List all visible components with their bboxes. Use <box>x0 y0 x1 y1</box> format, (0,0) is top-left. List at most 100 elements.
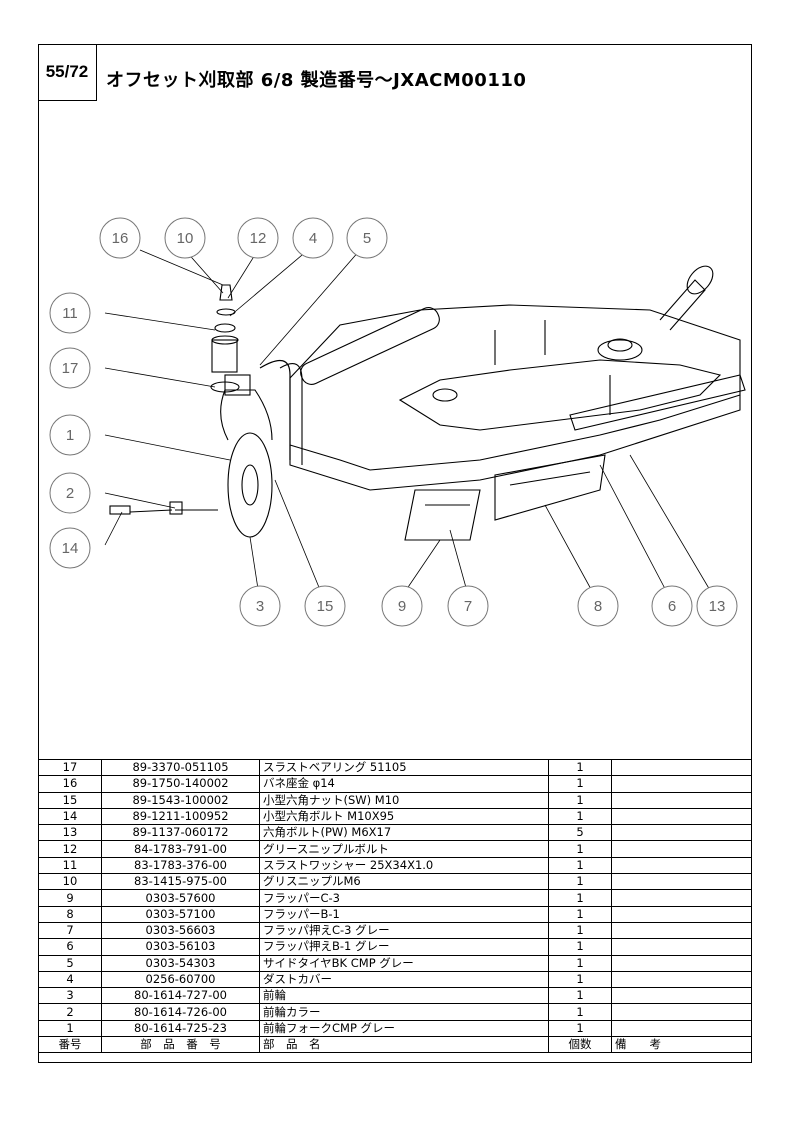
callout-label: 5 <box>363 230 371 247</box>
row-no: 13 <box>38 824 102 842</box>
table-header-row: 番号 部 品 番 号 部 品 名 個数 備 考 <box>38 1036 752 1054</box>
caster-wheel <box>227 432 273 538</box>
row-no: 8 <box>38 905 102 923</box>
row-part-number: 83-1783-376-00 <box>101 856 260 875</box>
row-remarks <box>611 905 752 923</box>
row-remarks <box>611 775 752 793</box>
row-part-number: 80-1614-727-00 <box>101 987 260 1005</box>
row-remarks <box>611 1003 752 1021</box>
row-remarks <box>611 921 752 940</box>
row-qty: 1 <box>548 840 612 858</box>
callout-label: 2 <box>66 485 74 502</box>
row-name: サイドタイヤBK CMP グレー <box>259 954 549 972</box>
row-remarks <box>611 987 752 1005</box>
row-qty: 1 <box>548 889 612 907</box>
callout-circle <box>577 585 619 627</box>
row-part-number: 84-1783-791-00 <box>101 840 260 858</box>
row-qty: 1 <box>548 1019 612 1038</box>
callout-circle <box>49 414 91 456</box>
callout-circle <box>292 217 334 259</box>
flapper-b1 <box>494 454 606 521</box>
header-qty: 個数 <box>548 1036 612 1054</box>
row-remarks <box>611 873 752 891</box>
callout-circle <box>447 585 489 627</box>
row-qty: 1 <box>548 791 612 809</box>
callout-label: 7 <box>464 598 472 615</box>
row-name: グリスニップルM6 <box>259 873 549 891</box>
bearing-housing <box>211 339 238 373</box>
row-remarks <box>611 791 752 809</box>
callout-label: 9 <box>398 598 406 615</box>
row-qty: 1 <box>548 921 612 940</box>
row-no: 15 <box>38 791 102 809</box>
callout-circle <box>99 217 141 259</box>
flapper-c3 <box>404 489 481 541</box>
header-remarks: 備 考 <box>611 1036 752 1054</box>
deck-body <box>289 304 741 471</box>
callout-label: 11 <box>62 305 78 322</box>
row-no: 4 <box>38 970 102 989</box>
row-qty: 1 <box>548 1003 612 1021</box>
callout-circle <box>239 585 281 627</box>
callout-circle <box>237 217 279 259</box>
deck-top-plate <box>398 359 722 431</box>
row-no: 10 <box>38 873 102 891</box>
callout-circle <box>49 347 91 389</box>
row-name: 前輪 <box>259 987 549 1005</box>
thrust-bearing <box>210 381 240 393</box>
row-qty: 1 <box>548 758 612 777</box>
row-name: バネ座金 φ14 <box>259 775 549 793</box>
callout-label: 14 <box>62 540 79 557</box>
row-no: 17 <box>38 758 102 777</box>
row-name: フラッパーC-3 <box>259 889 549 907</box>
row-part-number: 0303-56103 <box>101 938 260 956</box>
row-name: 小型六角ナット(SW) M10 <box>259 791 549 809</box>
row-remarks <box>611 970 752 989</box>
callout-circle <box>346 217 388 259</box>
row-remarks <box>611 758 752 777</box>
callout-label: 3 <box>256 598 264 615</box>
row-remarks <box>611 1019 752 1038</box>
callout-circle <box>164 217 206 259</box>
callout-circle <box>49 292 91 334</box>
row-remarks <box>611 807 752 826</box>
row-part-number: 0303-57600 <box>101 889 260 907</box>
row-qty: 1 <box>548 905 612 923</box>
row-name: グリースニップルボルト <box>259 840 549 858</box>
row-name: 小型六角ボルト M10X95 <box>259 807 549 826</box>
row-name: 六角ボルト(PW) M6X17 <box>259 824 549 842</box>
row-qty: 1 <box>548 938 612 956</box>
callout-circle <box>696 585 738 627</box>
row-no: 6 <box>38 938 102 956</box>
row-name: フラッパーB-1 <box>259 905 549 923</box>
row-name: フラッパ押えC-3 グレー <box>259 921 549 940</box>
row-part-number: 83-1415-975-00 <box>101 873 260 891</box>
row-remarks <box>611 856 752 875</box>
row-qty: 1 <box>548 954 612 972</box>
row-qty: 5 <box>548 824 612 842</box>
callout-label: 1 <box>66 427 74 444</box>
row-part-number: 0303-56603 <box>101 921 260 940</box>
header-part-number: 部 品 番 号 <box>101 1036 260 1054</box>
callout-label: 17 <box>62 360 79 377</box>
row-remarks <box>611 889 752 907</box>
row-name: フラッパ押えB-1 グレー <box>259 938 549 956</box>
row-part-number: 89-1137-060172 <box>101 824 260 842</box>
callout-circle <box>381 585 423 627</box>
